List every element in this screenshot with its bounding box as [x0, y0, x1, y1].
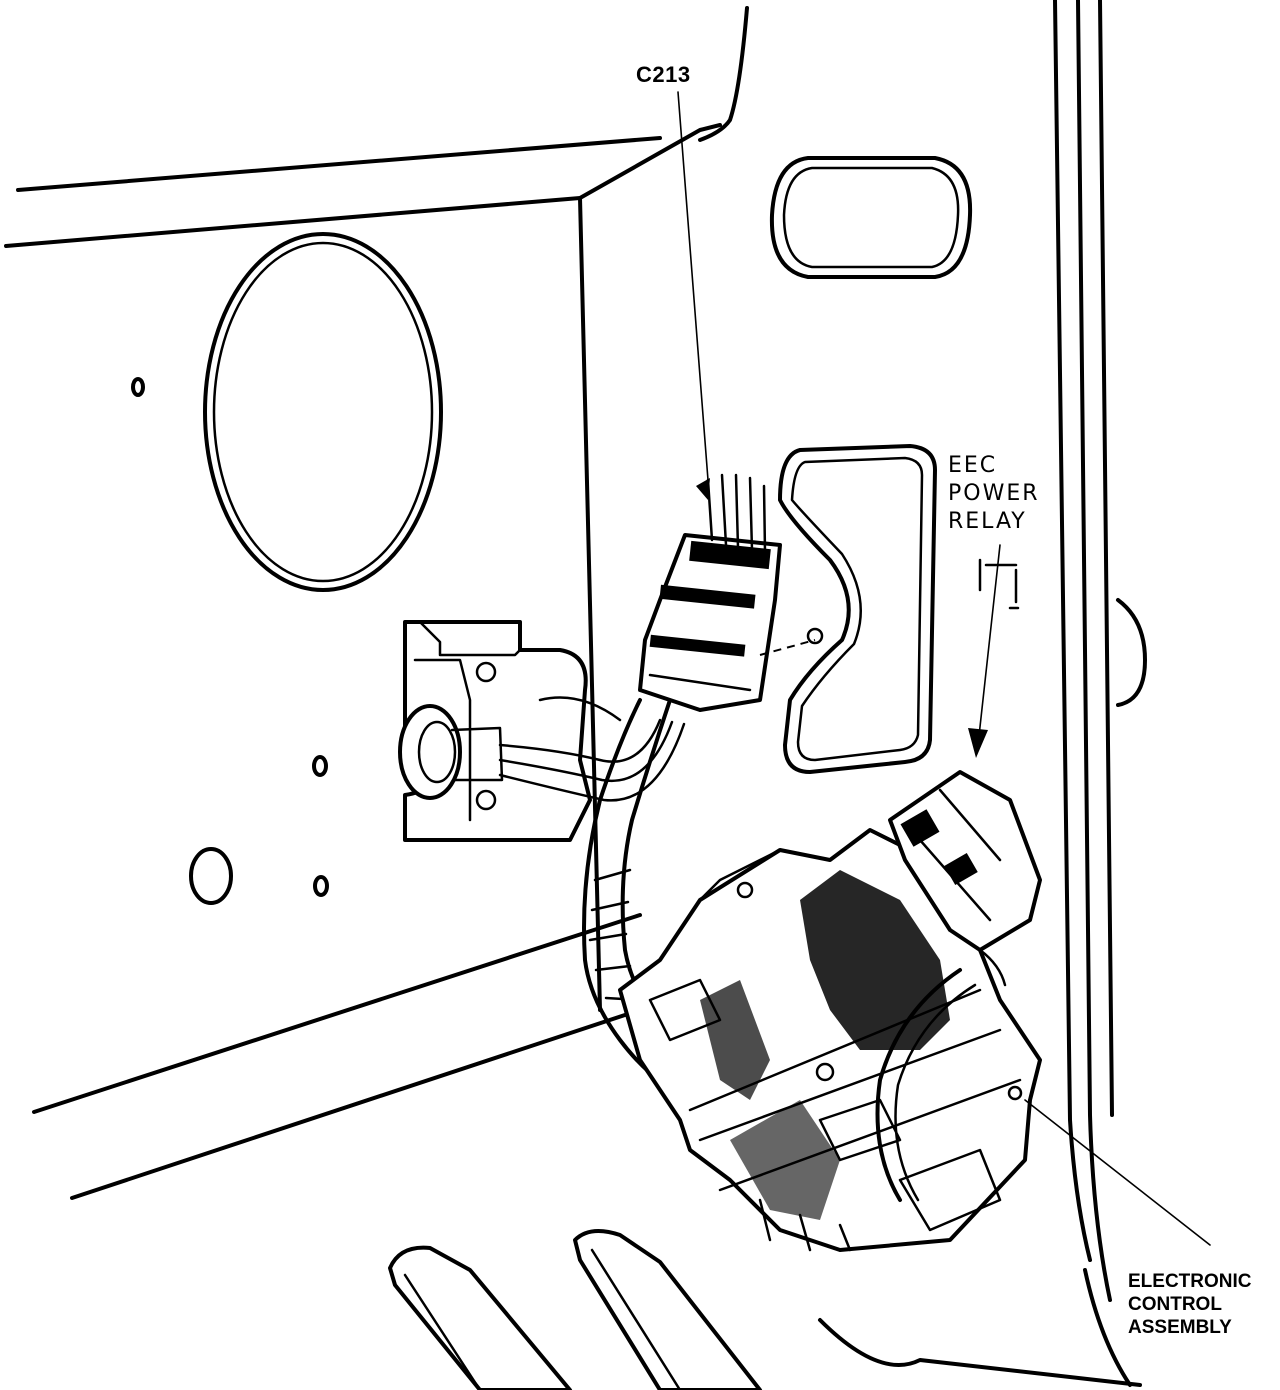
panel-oval-opening [203, 232, 443, 592]
floor-vents [388, 1229, 762, 1390]
electronic-control-assembly [618, 828, 1211, 1252]
dash-panel-outline [4, 0, 1147, 1387]
wiring-harness [498, 696, 692, 1102]
electronic-control-assembly-label: ELECTRONIC CONTROL ASSEMBLY [1128, 1271, 1252, 1338]
mounting-bracket [398, 620, 592, 842]
c213-label: C213 [636, 62, 691, 87]
panel-holes [131, 377, 329, 905]
c213-connector [638, 473, 824, 712]
relay-panel-opening [778, 444, 937, 774]
eec-power-relay-label: EEC POWER RELAY [948, 453, 1040, 534]
leader-lines [677, 91, 1001, 758]
upper-slot-opening [769, 156, 973, 279]
eec-power-relay [888, 558, 1042, 987]
